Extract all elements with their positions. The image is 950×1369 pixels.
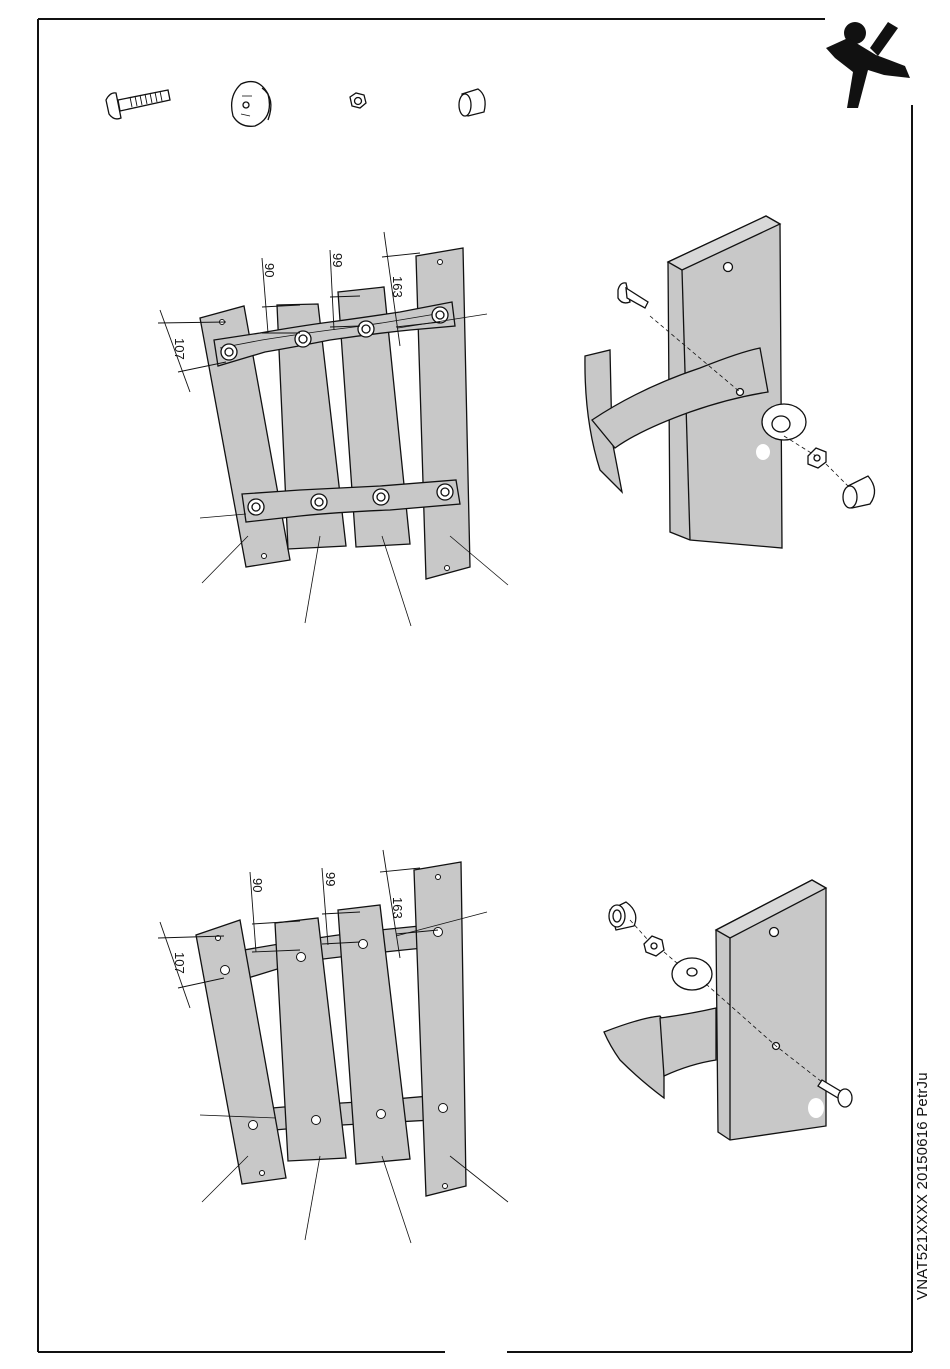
dimension-label-107: 107 bbox=[172, 338, 187, 360]
slat-board bbox=[416, 248, 470, 579]
dimension-label-90: 90 bbox=[250, 878, 265, 892]
bolt-icon bbox=[618, 283, 648, 308]
person-figure-logo bbox=[826, 22, 910, 108]
cap-icon bbox=[609, 902, 636, 930]
slat-boards bbox=[196, 862, 466, 1196]
dimension-label-163: 163 bbox=[390, 276, 405, 298]
nut-icon bbox=[644, 936, 664, 956]
washer-icon bbox=[762, 404, 806, 440]
washer-icon bbox=[672, 958, 712, 990]
page-frame bbox=[38, 19, 912, 1352]
dimension-label-107: 107 bbox=[172, 952, 187, 974]
cap-icon bbox=[843, 476, 875, 508]
slat-board bbox=[414, 862, 466, 1196]
dimension-label-99: 99 bbox=[330, 253, 345, 267]
leg-board bbox=[716, 880, 826, 1140]
bottom-left-slat-assembly: 107 90 99 163 bbox=[158, 850, 508, 1243]
cap-nut-icon bbox=[459, 89, 485, 116]
dimension-label-99: 99 bbox=[323, 872, 338, 886]
hex-nut-icon bbox=[350, 93, 366, 108]
top-left-slat-assembly: 107 90 99 163 bbox=[158, 232, 508, 626]
top-right-leg-assembly bbox=[585, 216, 875, 548]
dome-washer-icon bbox=[232, 82, 271, 127]
slat-boards bbox=[200, 248, 470, 579]
dimension-label-90: 90 bbox=[262, 263, 277, 277]
document-code: VNAT521XXXX 20150616 PetrJu bbox=[914, 920, 936, 1300]
bottom-right-leg-assembly bbox=[604, 880, 852, 1140]
dimension-label-163: 163 bbox=[390, 897, 405, 919]
armrest bbox=[604, 1016, 664, 1098]
carriage-bolt-icon bbox=[106, 90, 170, 119]
nut-icon bbox=[808, 448, 826, 468]
